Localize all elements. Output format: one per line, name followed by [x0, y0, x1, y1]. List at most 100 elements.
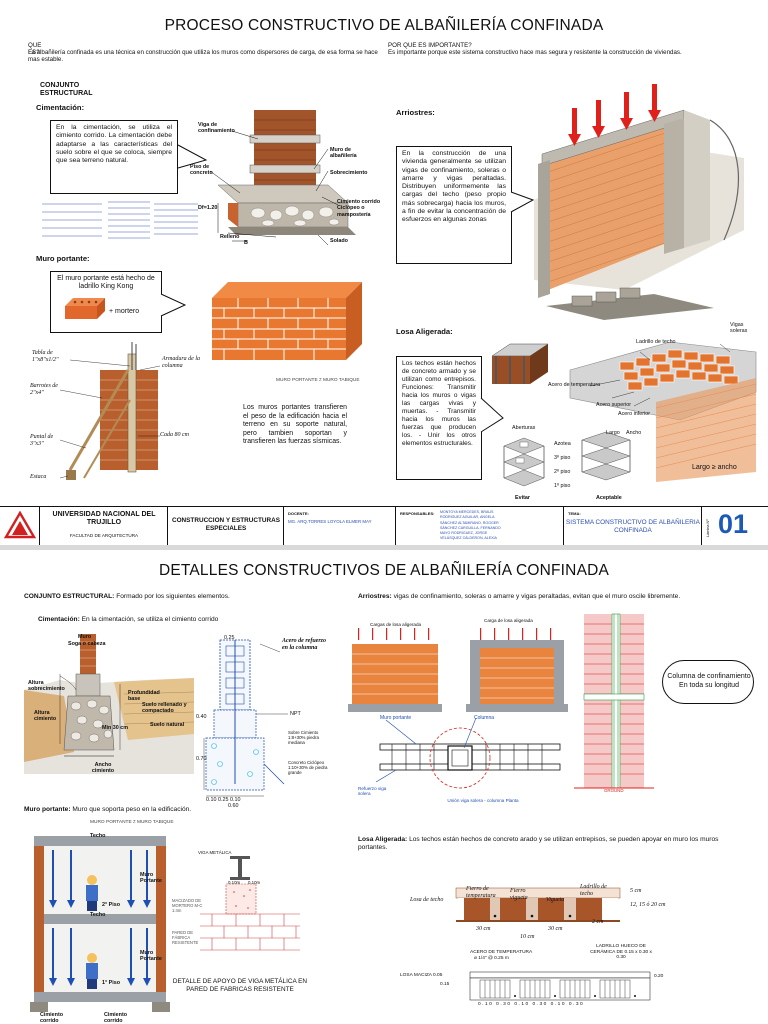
cim-tag-altura-sobre: Altura sobrecimiento — [28, 680, 65, 693]
losa-text: Los techos están hechos de concreto arma… — [402, 360, 476, 447]
sheet-detalles-constructivos: DETALLES CONSTRUCTIVOS DE ALBAÑILERÍA CO… — [0, 550, 768, 1024]
losa-label: Losa Aligerada: — [396, 327, 453, 336]
cimiento-section-drawing — [24, 634, 195, 774]
docente-name: MG. ARQ.TORRES LOYOLA ELMER MAY — [288, 519, 372, 524]
tag-barrotes: Barrotes de 2"x4" — [30, 383, 58, 396]
tag-p3: 3º piso — [554, 455, 571, 461]
arriostres-elevations — [348, 628, 568, 712]
tag-cada: Cada 80 cm — [160, 432, 189, 438]
tag-solado: Solado — [330, 238, 348, 244]
muro-caption-2: MURO PORTANTE ≠ MURO TABIQUE — [90, 820, 174, 825]
cim-tag-suelo-rell: Suelo rellenado y compactado — [142, 702, 187, 715]
columna-note: Columna de confinamiento En toda su long… — [667, 673, 751, 689]
responsable-item: MAYO RODRIGUEZ, JORGE — [440, 531, 488, 536]
sheet1-title: PROCESO CONSTRUCTIVO DE ALBAÑILERÍA CONF… — [164, 17, 604, 34]
losa-tag-fierro-temp: Fierro de temperatura — [466, 886, 496, 899]
losa-tag-acero-spec: ø 1/4" @ 0.25 m — [474, 956, 509, 961]
losa-tag-d10: 10 cm — [520, 934, 535, 940]
cimentacion-callout: En la cimentación, se utiliza el cimient… — [50, 120, 178, 194]
muro-tag-techo: Techo — [90, 833, 106, 839]
lamina-label: Lámina Nº — [706, 519, 710, 537]
university-cell: UNIVERSIDAD NACIONAL DEL TRUJILLO FACULT… — [40, 507, 168, 545]
arriostres-line: Arriostres: vigas de confinamiento, sole… — [358, 593, 742, 601]
cimentacion-line: Cimentación: En la cimentación, se utili… — [38, 616, 218, 623]
conjunto-label-2: CONJUNTO ESTRUCTURAL: — [24, 593, 115, 600]
columna-callout: Columna de confinamiento En toda su long… — [662, 660, 754, 704]
tag-estaca: Estaca — [30, 474, 47, 480]
conjunto-text-2: Formado por los siguientes elementos. — [116, 593, 230, 600]
viga-metalica-drawing — [200, 856, 300, 951]
responsable-item: SÁNCHEZ CARGUILLA, FERNANDO — [440, 525, 501, 530]
sheet2-title: DETALLES CONSTRUCTIVOS DE ALBAÑILERÍA CO… — [158, 562, 610, 579]
det-tag-sobre: Sobre Cimiento 1:8+30% piedra mediana — [288, 730, 319, 746]
losa-stacks-drawing — [503, 431, 631, 487]
tag-aberturas: Aberturas — [512, 425, 536, 431]
losa-text-2: Los techos están hechos de concreto arad… — [358, 836, 719, 852]
callout-pointer-4 — [480, 397, 504, 433]
viga-tag-mac: MACIZADO DE MORTERO M-C 1:4m — [172, 898, 203, 913]
tag-sobre: Sobrecimiento — [330, 170, 368, 176]
cim-tag-muro: Muro — [78, 634, 92, 640]
det-tag-040: 0.40 — [196, 714, 207, 720]
cim-tag-suelo-nat: Suelo natural — [150, 722, 185, 728]
muro-tag-portante: Muro Portante — [140, 872, 162, 885]
tag-muro: Muro de albañilería — [330, 147, 357, 160]
det-tag-bottom: 0.10 0.25 0.10 — [206, 797, 241, 803]
det-tag-cim: Concreto Ciclópeo 1:10+30% de piedra gra… — [288, 760, 328, 776]
losa-tag-vigueta: Vigueta — [546, 897, 565, 903]
sheet-divider — [0, 545, 768, 552]
tag-largo: Largo — [606, 430, 620, 436]
tag-tabla: Tabla de 1"x8"x1/2" — [32, 350, 59, 363]
callout-pointer-3 — [510, 191, 535, 213]
muro-portante-label-2: Muro portante: — [24, 806, 71, 813]
muro-portante-text-2: Muro que soporta peso en la edificación. — [72, 806, 192, 813]
cimiento-detail-drawing — [203, 639, 288, 797]
cim-tag-prof: Profundidad base — [128, 690, 160, 703]
det-tag-acero: Acero de refuerzo en la columna — [282, 638, 326, 651]
muro-portante-text: El muro portante está hecho de ladrillo … — [57, 275, 155, 291]
tag-b: B — [244, 240, 248, 246]
responsable-item: RODRIGUEZ AGUILAR, ANGELA — [440, 515, 495, 520]
title-block: UNIVERSIDAD NACIONAL DEL TRUJILLO FACULT… — [0, 506, 768, 546]
responsables-cell: RESPONSABLES: MONTOYA MERCEDES, BRAUS RO… — [396, 507, 564, 545]
arriostres-drawing — [534, 84, 744, 320]
responsable-item: VELÁSQUEZ CÁLDERON, ALEXIA — [440, 536, 497, 541]
responsables-label: RESPONSABLES: — [400, 511, 435, 516]
lamina-number: 01 — [718, 509, 749, 539]
tag-acero-inf: Acero inferior — [618, 411, 651, 417]
det-tag-070: 0.70 — [196, 756, 207, 762]
logo-cell — [0, 507, 40, 545]
tag-acero-sup: Acero superior — [596, 402, 632, 408]
cim-tag-ancho: Ancho cimiento — [91, 762, 115, 775]
losa-tag-d015: 0.15 — [440, 982, 450, 987]
muro-section-drawing — [30, 836, 170, 1012]
arriostres-text-2: vigas de confinamiento, soleras o amarre… — [393, 593, 681, 600]
tema-text: SISTEMA CONSTRUCTIVO DE ALBAÑILERIA CONF… — [566, 519, 700, 534]
tag-piso: Piso de concreto — [190, 164, 213, 177]
tag-puntal: Puntal de 3"x3" — [30, 434, 54, 447]
cim-tag-soga: Soga o cabeza — [68, 641, 106, 647]
losa-label-2: Losa Aligerada: — [358, 836, 408, 843]
tag-vigas-soleras: Vigas soleras — [730, 322, 748, 335]
arr-tag-refuerzo: Refuerzo viga solera — [358, 786, 387, 797]
arr-tag-columna: Columna — [474, 715, 495, 721]
losa-tag-d30a: 30 cm — [476, 926, 491, 932]
losa-tag-d5: 5 cm — [630, 888, 642, 894]
tag-evitar: Evitar — [515, 495, 530, 501]
losa-tag-d020: 0.20 — [654, 974, 664, 979]
losa-tag-d12: 12, 15 ó 20 cm — [630, 902, 666, 908]
tag-aceptable: Aceptable — [596, 495, 622, 501]
tema-label: TEMA: — [568, 511, 581, 516]
slab-block-drawing — [491, 343, 549, 384]
docente-label: DOCENTE: — [288, 511, 309, 516]
tag-p1: 1º piso — [554, 483, 571, 489]
arr-tag-cargas1: Cargas de losa aligerada — [370, 622, 422, 627]
cim-tag-min: Min 30 cm — [102, 725, 129, 731]
conjunto-line: CONJUNTO ESTRUCTURAL: Formado por los si… — [24, 593, 230, 600]
faculty-name: FACULTAD DE ARQUITECTURA — [69, 533, 139, 538]
arr-tag-cargas2: Carga de losa aligerada — [484, 618, 533, 623]
losa-tag-ladrillo: Ladrillo de techo — [580, 884, 607, 897]
conjunto-label: CONJUNTO ESTRUCTURAL — [40, 82, 93, 97]
muro-tag-piso2: 2° Piso — [102, 902, 121, 908]
det-tag-025: 0.25 — [224, 635, 235, 641]
